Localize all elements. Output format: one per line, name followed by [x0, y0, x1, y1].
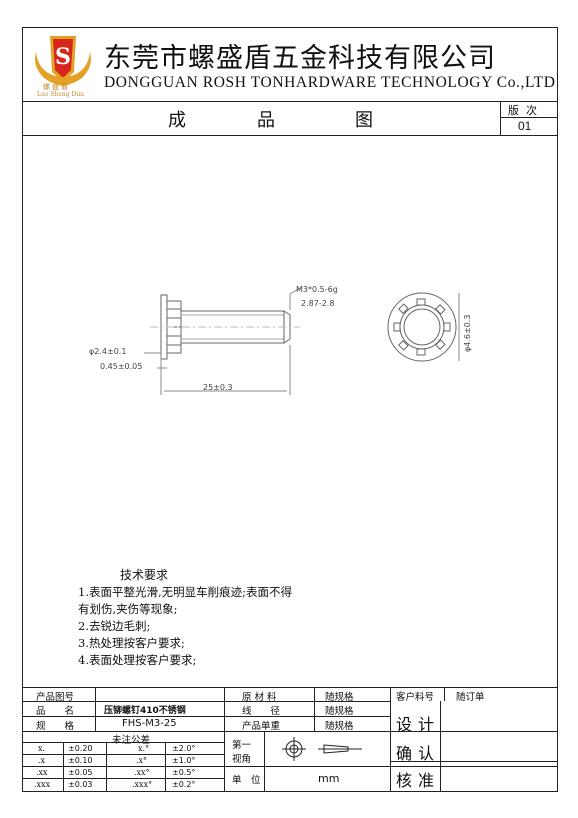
notes-line-2: 有划伤,夹伤等现象; — [78, 602, 178, 616]
tol-key: .xxx° — [132, 780, 153, 789]
divider — [106, 742, 107, 792]
divider — [165, 742, 166, 792]
divider — [224, 687, 225, 792]
material-value: 随规格 — [325, 692, 354, 703]
divider — [440, 701, 441, 792]
product-no-label: 产品图号 — [36, 692, 75, 703]
notes-title: 技术要求 — [120, 568, 169, 582]
title-char-2: 品 — [257, 110, 275, 131]
unit-label: 单 位 — [232, 775, 261, 786]
wire-value: 随规格 — [325, 706, 354, 717]
tol-key: .xx° — [134, 768, 150, 777]
divider — [22, 687, 558, 688]
tol-val: ±0.10 — [68, 756, 93, 765]
divider — [95, 687, 96, 731]
tol-key: x.° — [138, 744, 150, 753]
version-value: 01 — [518, 119, 532, 133]
approve-label: 核准 — [396, 771, 441, 790]
tol-val: ±0.5° — [172, 768, 196, 777]
thread-spec: M3*0.5-6g — [296, 285, 338, 294]
notes-line-3: 2.去锐边毛刺; — [78, 619, 151, 633]
tol-val: ±0.20 — [68, 744, 93, 753]
divider — [22, 754, 224, 755]
logo-brand-en: Luo Sheng Dun — [37, 91, 85, 98]
divider — [390, 761, 558, 762]
logo-brand-cn: 螺盛盾 — [43, 83, 70, 91]
view-label-2: 视角 — [232, 754, 252, 765]
tol-val: ±0.03 — [68, 780, 93, 789]
title-char-1: 成 — [168, 110, 186, 131]
company-name-cn: 东莞市螺盛盾五金科技有限公司 — [104, 43, 496, 74]
divider — [22, 778, 224, 779]
notes-line-1: 1.表面平整光滑,无明显车削痕迹;表面不得 — [78, 585, 293, 599]
divider — [22, 766, 224, 767]
company-name-en: DONGGUAN ROSH TONHARDWARE TECHNOLOGY Co.… — [104, 74, 556, 91]
product-name: 压铆螺钉410不锈钢 — [104, 706, 186, 716]
customer-no-value: 随订单 — [456, 692, 485, 703]
divider — [500, 117, 558, 118]
logo-letter: S — [55, 44, 71, 70]
divider — [22, 716, 390, 717]
divider — [444, 687, 445, 701]
company-logo: S — [30, 32, 96, 96]
tol-val: ±0.2° — [172, 780, 196, 789]
tol-val: ±2.0° — [172, 744, 196, 753]
confirm-label: 确认 — [396, 744, 441, 763]
tol-key: .x — [38, 756, 46, 765]
notes-line-5: 4.表面处理按客户要求; — [78, 653, 197, 667]
divider — [390, 687, 391, 792]
material-label: 原 材 料 — [242, 692, 277, 703]
view-label-1: 第一 — [232, 740, 252, 751]
divider — [314, 687, 315, 731]
customer-no-label: 客户料号 — [396, 692, 435, 703]
unit-value: mm — [318, 772, 340, 785]
spec-label: 规 格 — [36, 721, 75, 732]
divider — [264, 731, 265, 792]
head-thickness: 0.45±0.05 — [100, 362, 143, 371]
product-name-label: 品 名 — [36, 706, 75, 717]
tol-key: .x° — [136, 756, 148, 765]
tol-val: ±0.05 — [68, 768, 93, 777]
tolerance-title: 未注公差 — [112, 735, 151, 746]
tol-key: x. — [38, 744, 46, 753]
tol-key: .xx — [36, 768, 48, 777]
length-dim: 25±0.3 — [203, 383, 233, 392]
outer-dia: φ4.6±0.3 — [463, 314, 472, 352]
head-dia: φ2.4±0.1 — [89, 347, 127, 356]
end-view — [387, 292, 460, 362]
thread-dia: 2.87-2.8 — [301, 299, 335, 308]
version-label: 版 次 — [508, 104, 537, 117]
divider — [22, 101, 558, 102]
divider — [22, 701, 390, 702]
divider — [224, 766, 558, 767]
divider — [500, 101, 501, 135]
divider — [63, 742, 64, 792]
divider — [22, 742, 224, 743]
divider — [22, 731, 558, 732]
tol-key: .xxx — [34, 780, 51, 789]
weight-label: 产品单重 — [242, 721, 281, 732]
weight-value: 随规格 — [325, 721, 354, 732]
wire-label: 线 径 — [242, 706, 281, 717]
design-label: 设计 — [396, 715, 441, 734]
drawing-frame — [22, 27, 558, 792]
notes-line-4: 3.热处理按客户要求; — [78, 636, 185, 650]
tol-val: ±1.0° — [172, 756, 196, 765]
spec-value: FHS-M3-25 — [122, 718, 177, 729]
first-angle-projection-icon — [282, 737, 362, 761]
divider — [22, 135, 558, 136]
title-char-3: 图 — [355, 110, 373, 131]
